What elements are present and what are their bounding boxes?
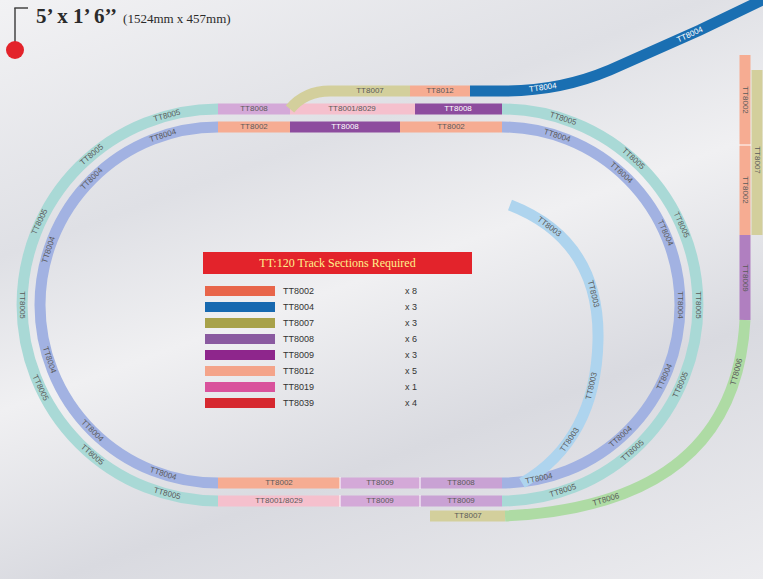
track-piece [218,478,340,489]
legend-swatch [205,302,275,312]
track-code: TT8002 [265,479,293,487]
track-code: TT8008 [447,479,475,487]
legend-swatch [205,334,275,344]
track-piece [420,478,502,489]
quantity: x 8 [405,287,417,296]
track-code: TT8003 [536,216,563,239]
track-code: TT8005 [672,211,691,239]
marker-dot [6,41,24,59]
track-code: TT8005 [79,443,105,467]
quantity: x 3 [405,351,417,360]
legend-text: TT8039 [283,399,314,408]
track-piece [510,205,598,483]
quantity: x 1 [405,383,417,392]
legend-swatch [205,350,275,360]
track-code: TT8009 [366,497,394,505]
legend-text: TT8019 [283,383,314,392]
track-code: TT8004 [655,363,674,391]
track-code: TT8004 [608,425,634,449]
track-code: TT8005 [620,147,646,171]
track-code: TT8002 [741,176,749,204]
track-code: TT8003 [586,280,600,309]
track-code: TT8001/8029 [328,105,376,113]
quantity: x 4 [405,399,417,408]
track-piece [505,320,745,516]
track-piece [430,511,505,522]
track-code: TT8008 [240,105,268,113]
legend-swatch [205,366,275,376]
title: 5’ x 1’ 6’’ [36,5,117,28]
track-piece [740,235,751,320]
track-code: TT8005 [694,291,702,319]
track-code: TT8002 [240,123,268,131]
track-code: TT8003 [559,426,581,453]
track-code: TT8007 [454,512,482,520]
track-piece [410,86,470,97]
track-joints [340,145,751,507]
table-header: TT:120 Track Sections Required [203,252,472,274]
track-piece [218,104,290,115]
legend-swatch [205,286,275,296]
track-code: TT8002 [741,86,749,114]
track-piece [740,55,751,235]
track-piece [218,122,290,133]
track-code: TT8007 [356,87,384,95]
track-piece [420,496,502,507]
track-code: TT8001/8029 [255,497,303,505]
track-code: TT8004 [655,218,674,246]
track-code: TT8002 [437,123,465,131]
track-code: TT8005 [31,374,50,402]
inner-curve [40,127,218,483]
track-code: TT8007 [753,146,761,174]
bracket-line [14,8,16,42]
legend-swatch [205,382,275,392]
quantity: x 3 [405,319,417,328]
legend-swatch [205,318,275,328]
track-piece [752,70,763,235]
track-piece [470,0,763,91]
outer-curve [502,109,698,501]
inner-curve [502,127,680,483]
track-piece [218,496,340,507]
bracket-line [14,7,28,9]
track-code: TT8004 [608,160,634,184]
legend-text: TT8002 [283,287,314,296]
track-piece [290,122,400,133]
track-piece [415,104,502,115]
legend-text: TT8009 [283,351,314,360]
track-piece [340,478,420,489]
track-piece [400,122,502,133]
outer-curve [22,109,218,501]
quantity: x 3 [405,303,417,312]
track-piece [290,91,330,109]
track-code: TT8008 [444,105,472,113]
track-code: TT8009 [447,497,475,505]
legend-swatch [205,398,275,408]
track-code: TT8008 [331,123,359,131]
track-piece [330,86,410,97]
track-code: TT8009 [741,264,749,292]
track-code: TT8005 [79,143,105,167]
dimension-label: (1524mm x 457mm) [123,12,231,26]
header-text: TT:120 Track Sections Required [203,252,472,269]
track-code: TT8009 [366,479,394,487]
legend-text: TT8012 [283,367,314,376]
track-piece [290,104,415,115]
legend-text: TT8004 [283,303,314,312]
track-code: TT8004 [676,291,684,319]
track-code: TT8005 [620,438,646,462]
legend-text: TT8008 [283,335,314,344]
track-piece [340,496,420,507]
track-code: TT8005 [18,291,26,319]
quantity: x 6 [405,335,417,344]
legend-text: TT8007 [283,319,314,328]
quantity: x 5 [405,367,417,376]
track-code: TT8012 [426,87,454,95]
